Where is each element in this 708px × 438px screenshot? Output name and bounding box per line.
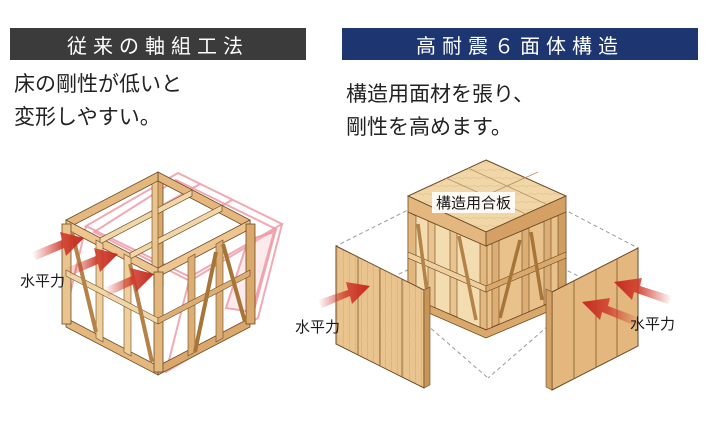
description-conventional: 床の剛性が低いと 変形しやすい。 [14, 72, 182, 129]
horizontal-force-label-right-panel-right: 水平力 [630, 315, 676, 333]
plywood-panel-left [335, 245, 431, 389]
conventional-frame [61, 171, 256, 376]
horizontal-force-arrows-right [318, 278, 672, 326]
header-conventional-framing: 従来の軸組工法 [10, 28, 306, 60]
description-six-sided: 構造用面材を張り、 剛性を高めます。 [346, 82, 535, 139]
horizontal-force-label-right-panel-left: 水平力 [295, 318, 341, 336]
header-six-sided-structure: 高耐震６面体構造 [342, 28, 698, 60]
structural-plywood-label: 構造用合板 [432, 192, 516, 213]
horizontal-force-arrows-left [32, 232, 154, 296]
six-sided-box [406, 159, 568, 339]
horizontal-force-label-left: 水平力 [20, 272, 66, 290]
